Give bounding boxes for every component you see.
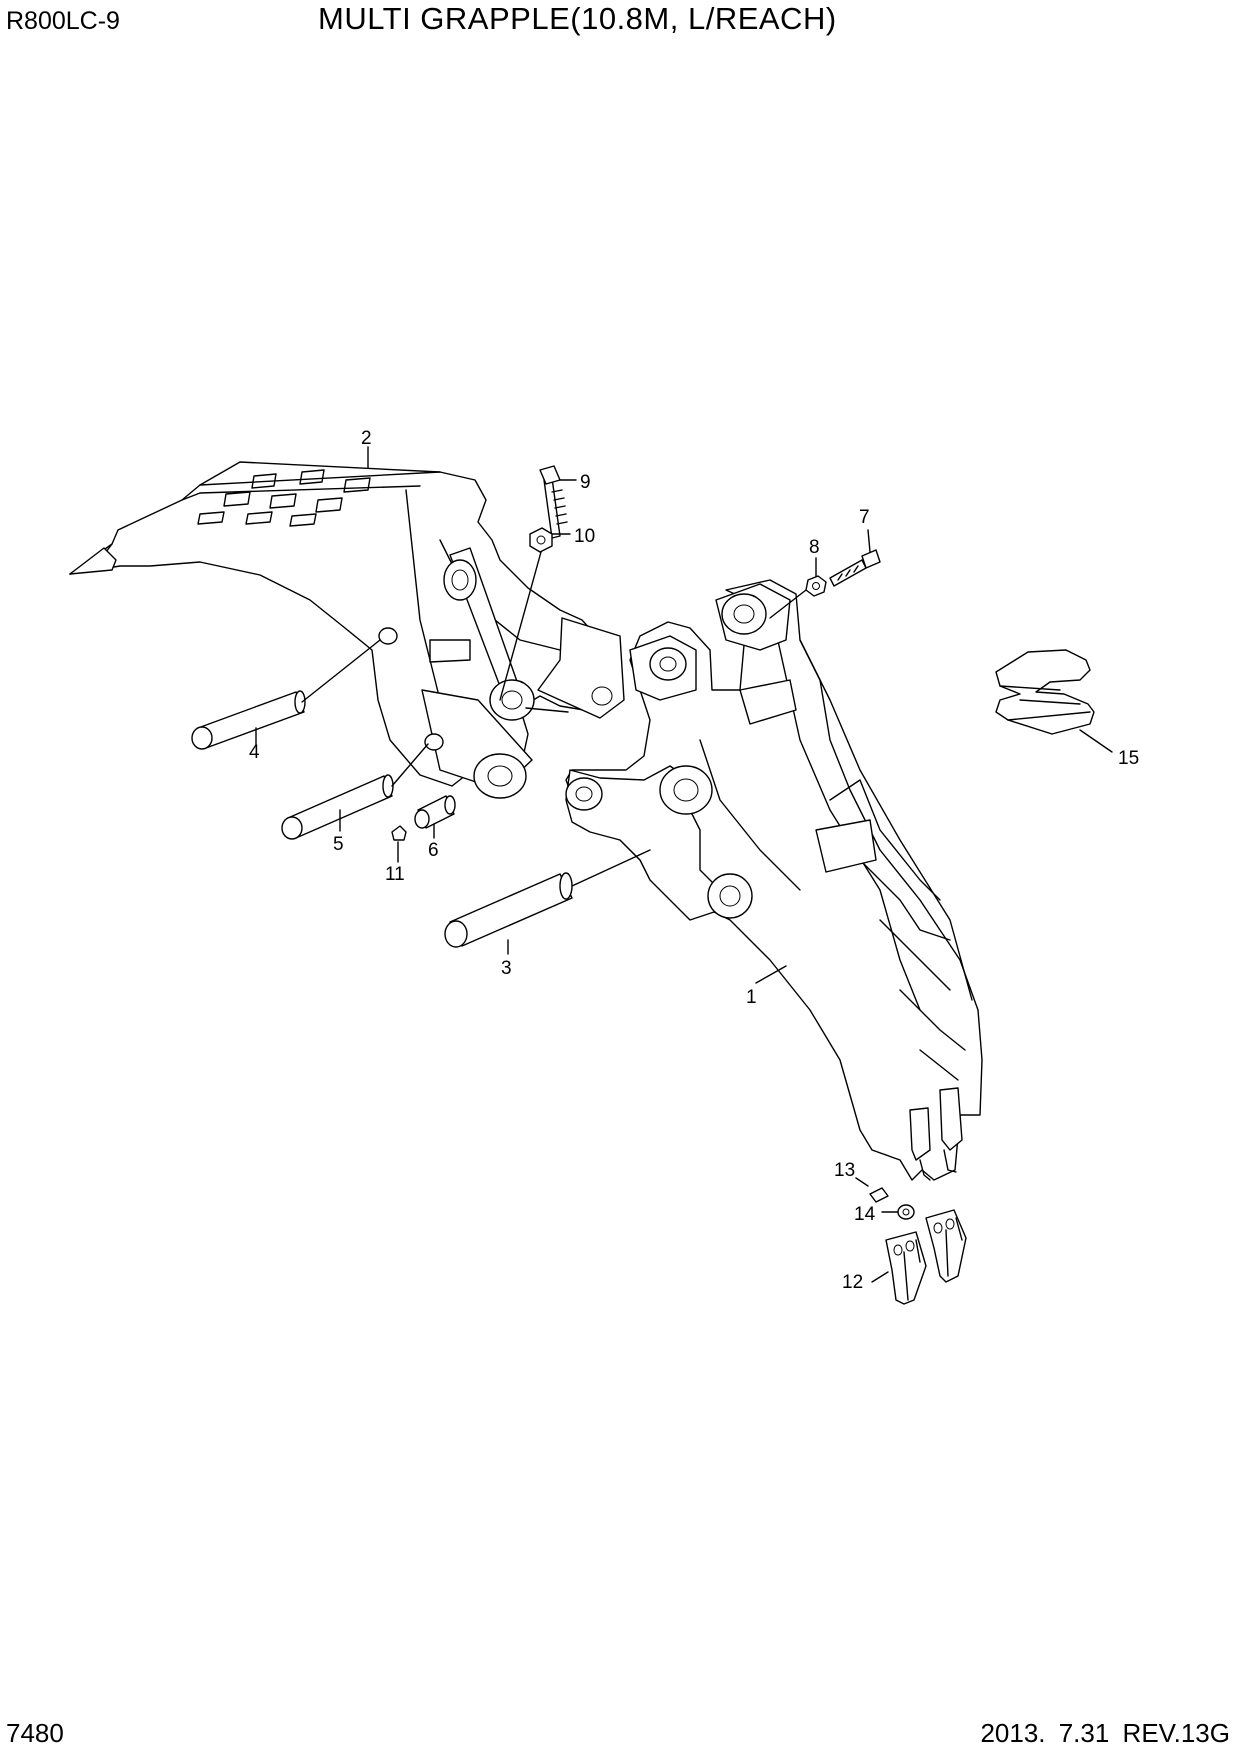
revision-date: 2013. 7.31 REV.13G [980, 1718, 1230, 1748]
part-10-nut [499, 527, 571, 701]
part-14-ring [881, 1204, 915, 1220]
part-4-pin [191, 639, 381, 750]
callout-1: 1 [746, 987, 757, 1008]
part-12-teeth [871, 1209, 967, 1305]
callout-13: 13 [834, 1160, 855, 1181]
callout-4: 4 [249, 742, 260, 763]
callout-7: 7 [859, 507, 870, 528]
callout-9: 9 [580, 472, 591, 493]
callout-11: 11 [385, 864, 405, 885]
callout-8: 8 [809, 537, 820, 558]
callout-5: 5 [333, 834, 344, 855]
part-8-nut [769, 557, 827, 619]
page-number: 7480 [6, 1718, 64, 1748]
part-9-bolt [539, 465, 577, 539]
part-1-main-body [565, 579, 983, 1181]
callout-15: 15 [1118, 748, 1139, 769]
part-11-grease-nipple [391, 825, 407, 841]
part-15-clip [995, 649, 1113, 753]
callout-10: 10 [574, 526, 595, 547]
part-6-bushing [414, 795, 456, 829]
leader-lines [255, 446, 787, 984]
part-5-pin [281, 743, 429, 840]
callout-6: 6 [428, 840, 439, 861]
part-13-pin [855, 1177, 889, 1203]
callout-12: 12 [842, 1272, 863, 1293]
part-3-pin [444, 849, 651, 948]
callout-2: 2 [361, 428, 372, 449]
page-title: MULTI GRAPPLE(10.8M, L/REACH) [318, 1, 837, 36]
part-7-bolt [829, 529, 881, 587]
part-2-upper-jaw [69, 461, 625, 799]
model-code: R800LC-9 [6, 7, 120, 35]
callout-14: 14 [854, 1204, 876, 1225]
callout-labels: 1 2 3 4 5 6 7 8 9 10 11 12 13 14 15 [249, 428, 1139, 1293]
callout-3: 3 [501, 958, 512, 979]
